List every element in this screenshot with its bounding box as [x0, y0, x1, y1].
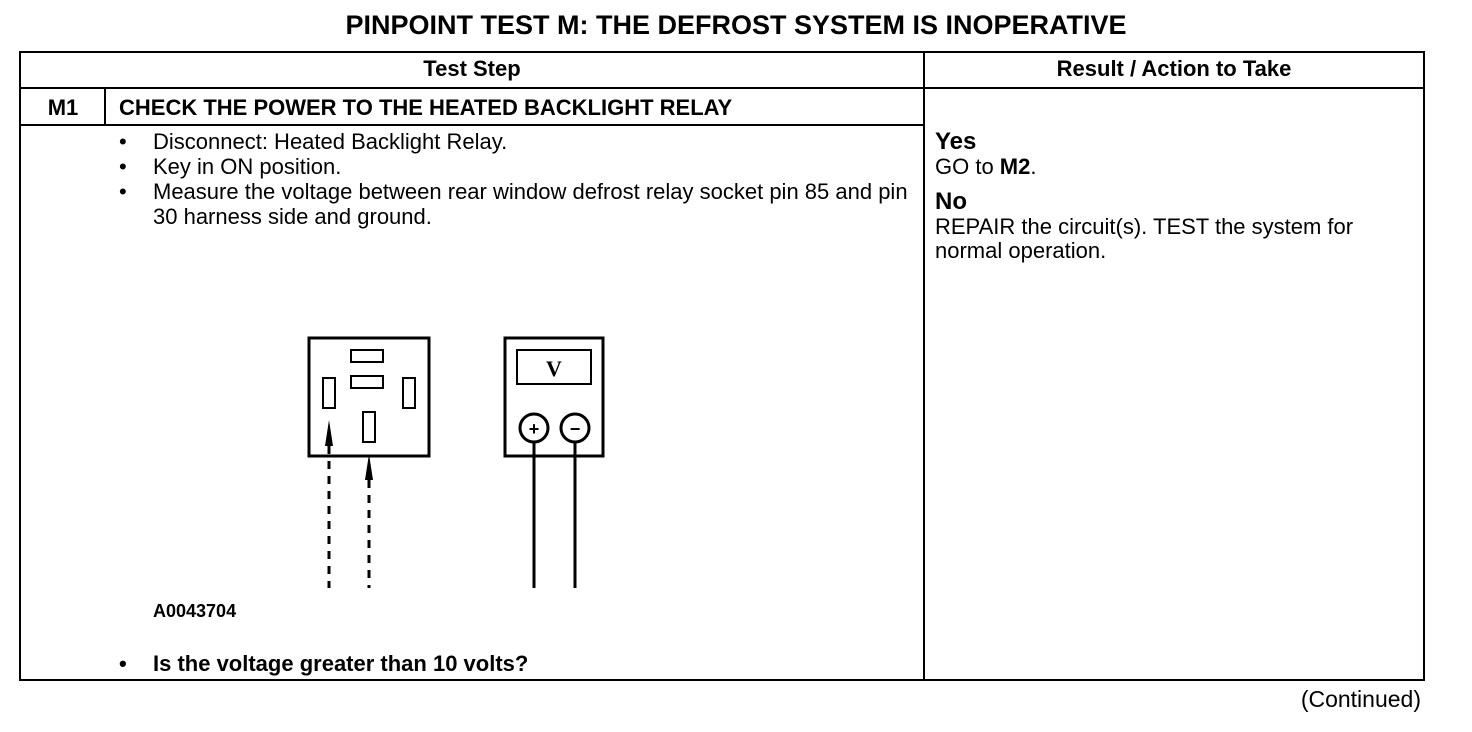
no-label: No [935, 188, 967, 215]
result-actions: Yes GO to M2. No REPAIR the circuit(s). … [935, 129, 1405, 263]
header-divider [21, 87, 1423, 89]
probe-tip [365, 454, 373, 480]
step-id: M1 [47, 95, 79, 120]
positive-symbol: + [529, 419, 540, 439]
column-divider [923, 53, 925, 679]
yes-action-prefix: GO to [935, 154, 1000, 179]
figure-label: A0043704 [153, 601, 237, 621]
continued-note: (Continued) [1300, 686, 1421, 712]
yes-action-suffix: . [1030, 154, 1037, 179]
socket-terminal-pin-30 [362, 411, 376, 443]
yes-action-target: M2 [999, 154, 1031, 179]
step-instructions: Disconnect: Heated Backlight Relay. Key … [111, 129, 911, 229]
voltage-measurement-diagram: V + − [307, 336, 605, 588]
probe-tip [325, 420, 333, 446]
socket-terminal-pin-85 [322, 377, 336, 409]
socket-terminal [350, 375, 384, 389]
pinpoint-test-table: Test Step Result / Action to Take M1 CHE… [19, 51, 1425, 681]
instruction-item: Measure the voltage between rear window … [111, 179, 911, 229]
voltmeter-symbol: V [546, 356, 562, 381]
page-title: PINPOINT TEST M: THE DEFROST SYSTEM IS I… [345, 10, 1127, 40]
no-action: REPAIR the circuit(s). TEST the system f… [935, 214, 1354, 263]
test-step-header: Test Step [423, 56, 521, 81]
instruction-item: Disconnect: Heated Backlight Relay. [111, 129, 911, 154]
socket-terminal [402, 377, 416, 409]
socket-terminal [350, 349, 384, 363]
negative-symbol: − [570, 419, 581, 439]
yes-label: Yes [935, 128, 977, 155]
result-header: Result / Action to Take [1056, 56, 1292, 81]
yes-action: GO to M2. [935, 155, 1405, 179]
instruction-item: Key in ON position. [111, 154, 911, 179]
step-id-divider [104, 89, 106, 125]
voltmeter-display [516, 349, 592, 385]
step-question: Is the voltage greater than 10 volts? [111, 651, 528, 677]
step-title: CHECK THE POWER TO THE HEATED BACKLIGHT … [119, 95, 733, 120]
step-title-divider [21, 124, 923, 126]
